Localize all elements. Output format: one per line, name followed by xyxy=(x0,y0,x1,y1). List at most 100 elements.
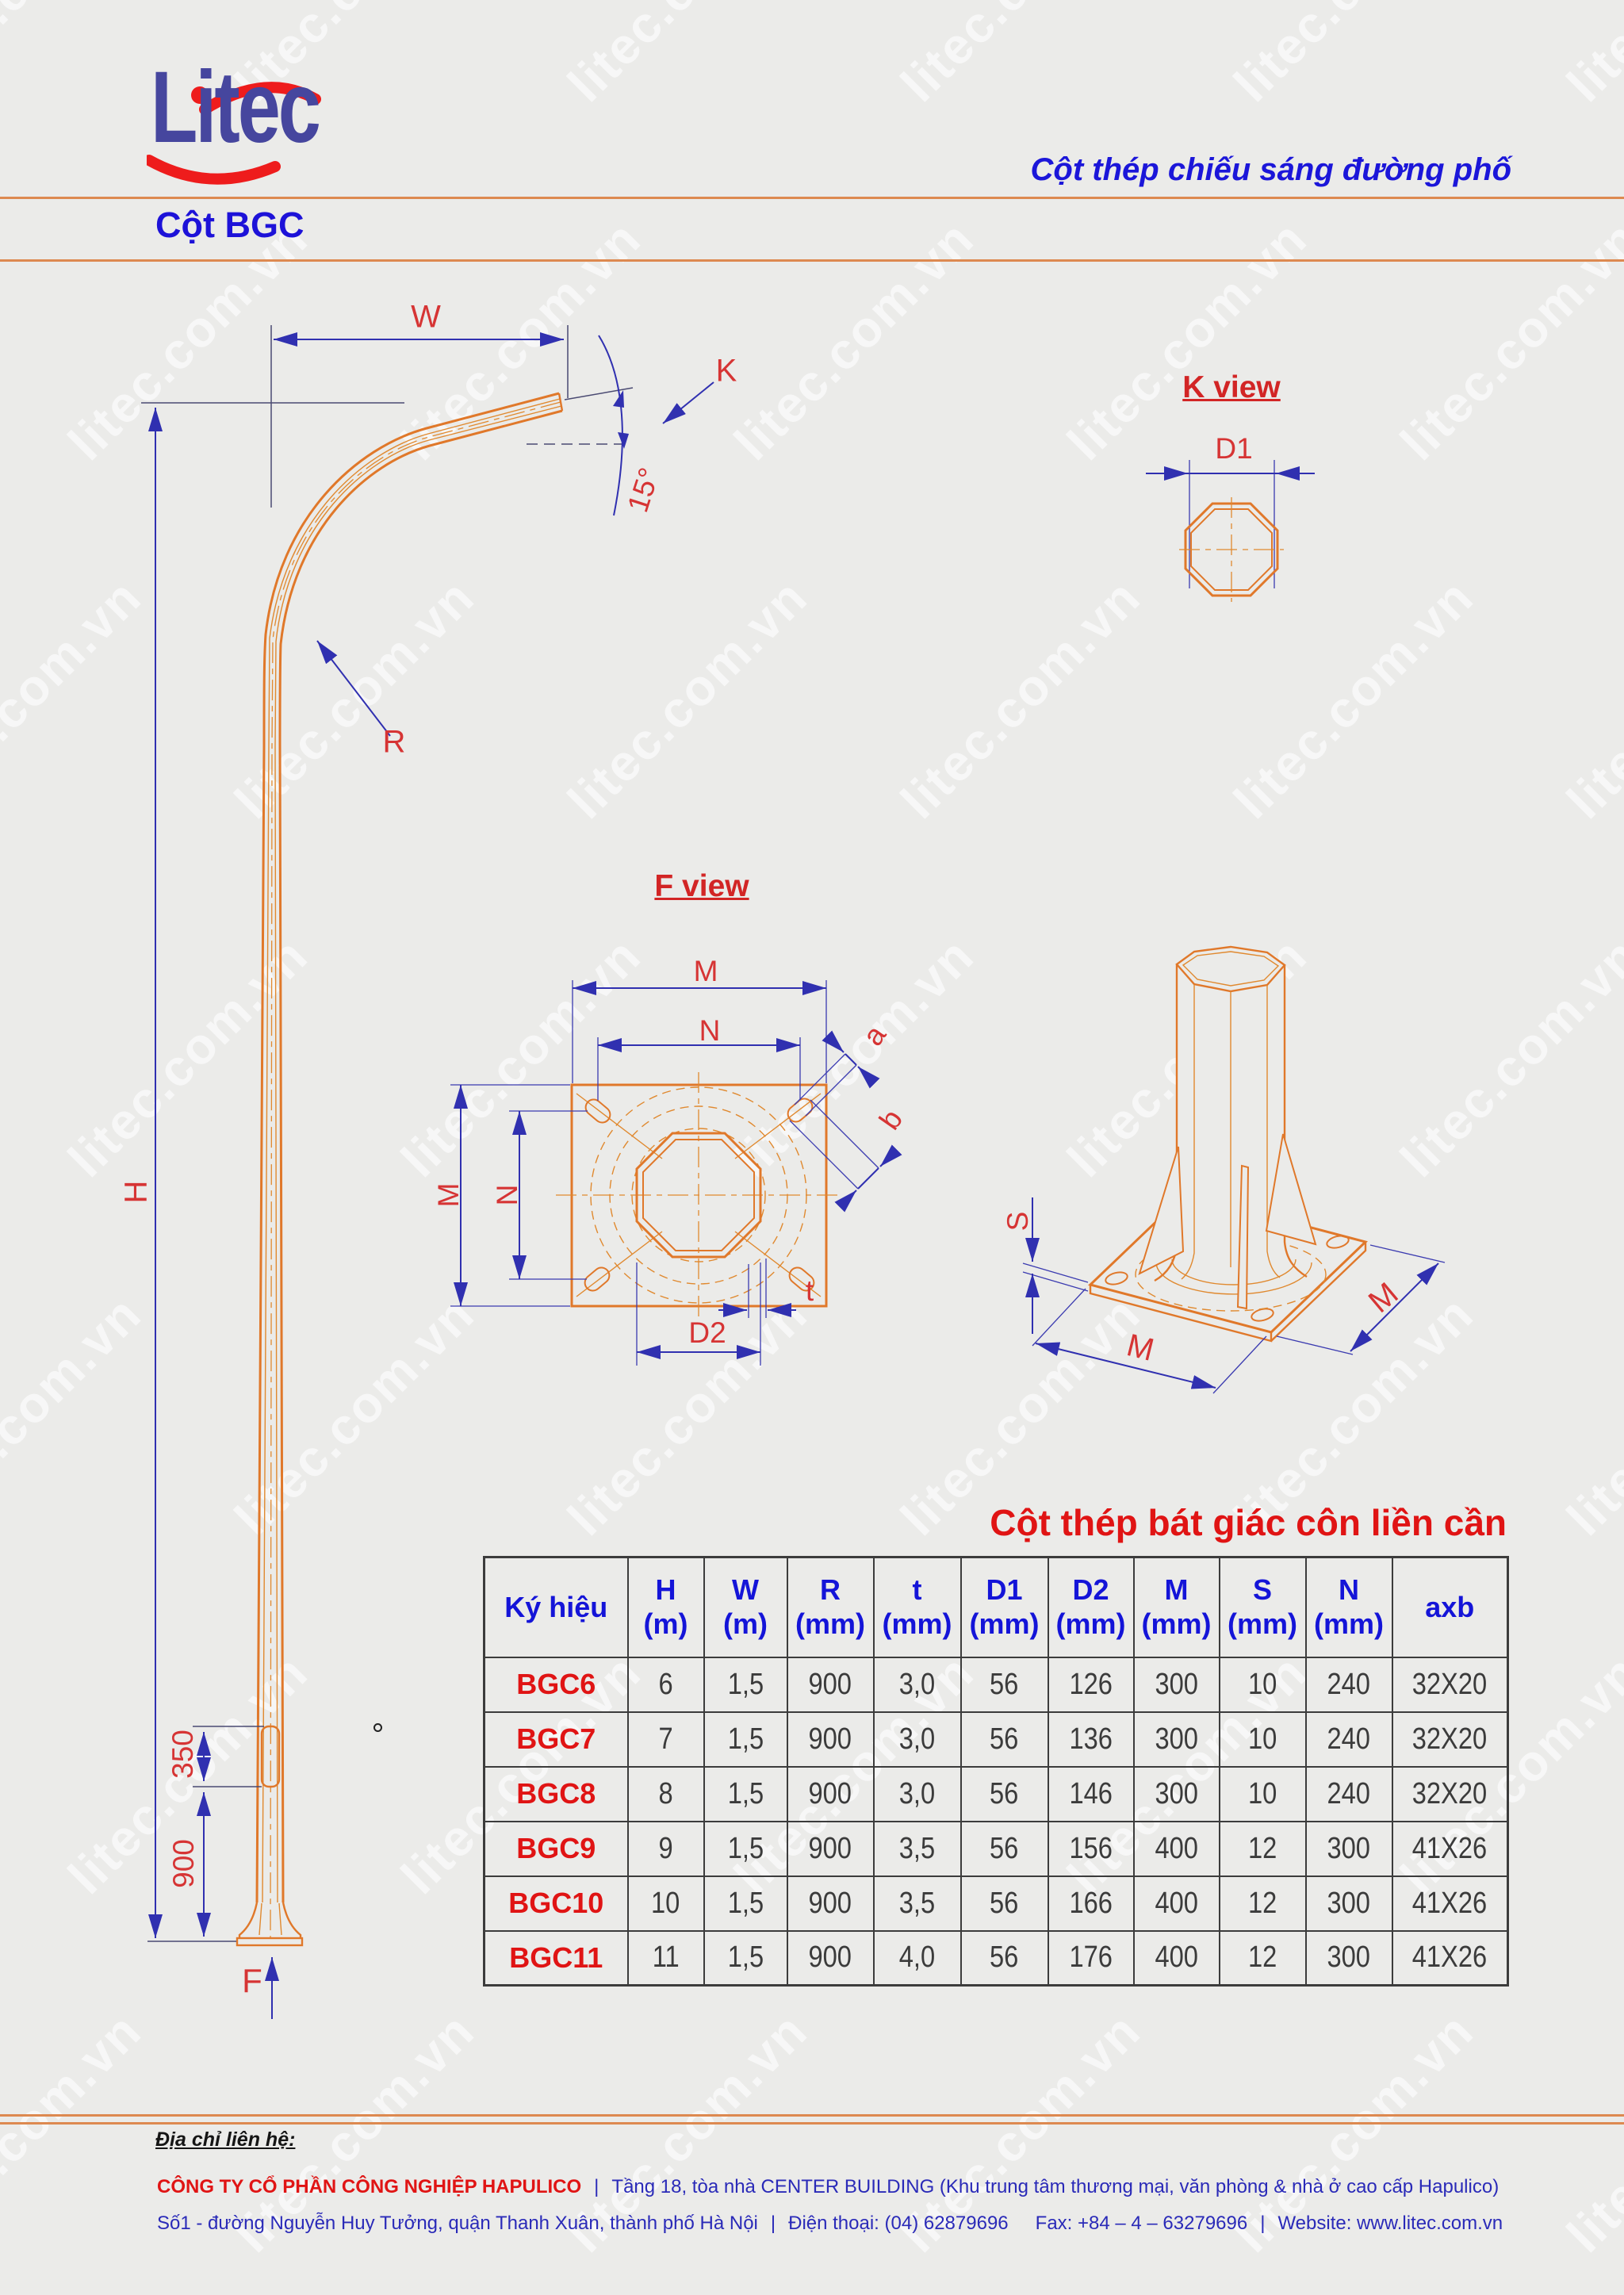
dim-label-f: F xyxy=(242,1962,262,1999)
row-value: 300 xyxy=(1132,1711,1220,1768)
watermark-text: litec.com.vn xyxy=(723,926,985,1188)
row-value: 3,5 xyxy=(872,1820,962,1877)
header-rule-top xyxy=(0,197,1624,199)
row-value: 400 xyxy=(1132,1929,1220,1987)
footer-company: CÔNG TY CỔ PHẦN CÔNG NGHIỆP HAPULICO xyxy=(157,2176,582,2197)
watermark-text: litec.com.vn xyxy=(390,209,652,471)
iso-view xyxy=(1022,945,1446,1394)
row-value: 32X20 xyxy=(1391,1656,1509,1713)
row-value: 56 xyxy=(959,1820,1049,1877)
footer-sep-1: | xyxy=(594,2176,599,2197)
row-value: 12 xyxy=(1218,1875,1307,1932)
page-title: Cột BGC xyxy=(155,205,304,245)
row-value: 3,0 xyxy=(872,1656,962,1713)
row-model: BGC8 xyxy=(483,1765,629,1822)
row-value: 400 xyxy=(1132,1820,1220,1877)
watermark-text: litec.com.vn xyxy=(390,926,652,1188)
footer-phone: Điện thoại: (04) 62879696 xyxy=(788,2213,1009,2234)
dim-label-d1: D1 xyxy=(1215,432,1253,465)
litec-logo: Litec xyxy=(144,51,353,198)
row-value: 32X20 xyxy=(1391,1765,1509,1822)
row-value: 56 xyxy=(959,1711,1049,1768)
dim-label-m-top: M xyxy=(693,955,718,987)
watermark-text: litec.com.vn xyxy=(890,568,1151,829)
row-value: 3,5 xyxy=(872,1875,962,1932)
watermark-text: litec.com.vn xyxy=(723,209,985,471)
dim-label-b: b xyxy=(872,1103,910,1136)
row-value: 4,0 xyxy=(872,1929,962,1987)
row-value: 1,5 xyxy=(703,1711,788,1768)
row-value: 56 xyxy=(959,1875,1049,1932)
dim-label-m-right: M xyxy=(1362,1276,1405,1320)
footer-website: Website: www.litec.com.vn xyxy=(1277,2213,1503,2234)
row-value: 10 xyxy=(626,1875,705,1932)
row-value: 8 xyxy=(626,1765,705,1822)
dim-label-s: S xyxy=(1002,1211,1034,1232)
row-value: 41X26 xyxy=(1391,1929,1509,1987)
dim-label-n-top: N xyxy=(699,1014,721,1047)
row-value: 300 xyxy=(1304,1929,1393,1987)
col-header: H(m) xyxy=(626,1556,705,1658)
row-value: 6 xyxy=(626,1656,705,1713)
row-value: 900 xyxy=(786,1929,875,1987)
watermark-text: litec.com.vn xyxy=(0,0,152,113)
watermark-text: litec.com.vn xyxy=(557,568,818,829)
footer-rule-2 xyxy=(0,2122,1624,2125)
row-model: BGC6 xyxy=(483,1656,629,1713)
watermark-text: litec.com.vn xyxy=(0,568,152,829)
row-value: 900 xyxy=(786,1711,875,1768)
row-value: 41X26 xyxy=(1391,1875,1509,1932)
footer-line-2: Số1 - đường Nguyễn Huy Tưởng, quận Thanh… xyxy=(157,2213,1503,2235)
dim-label-t: t xyxy=(805,1274,814,1307)
k-view-title: K view xyxy=(1182,370,1281,404)
watermark-text: litec.com.vn xyxy=(1056,209,1318,471)
col-header: D2(mm) xyxy=(1047,1556,1135,1658)
row-value: 240 xyxy=(1304,1711,1393,1768)
dim-label-k: K xyxy=(715,353,737,389)
col-header: D1(mm) xyxy=(959,1556,1049,1658)
row-value: 300 xyxy=(1304,1875,1393,1932)
header-rule-bottom xyxy=(0,259,1624,262)
watermark-text: litec.com.vn xyxy=(1556,2002,1624,2263)
watermark-text: litec.com.vn xyxy=(57,209,319,471)
dim-label-350: 350 xyxy=(167,1730,199,1779)
row-value: 10 xyxy=(1218,1765,1307,1822)
row-value: 9 xyxy=(626,1820,705,1877)
watermark-text: litec.com.vn xyxy=(557,1285,818,1546)
dim-label-m-bottom: M xyxy=(1123,1328,1158,1368)
dim-label-h: H xyxy=(118,1180,154,1204)
watermark-text: litec.com.vn xyxy=(0,1285,152,1546)
dim-label-900: 900 xyxy=(167,1839,200,1888)
page-tagline: Cột thép chiếu sáng đường phố xyxy=(1030,152,1511,187)
row-value: 3,0 xyxy=(872,1711,962,1768)
row-value: 240 xyxy=(1304,1765,1393,1822)
col-header: W(m) xyxy=(703,1556,788,1658)
row-model: BGC7 xyxy=(483,1711,629,1768)
row-value: 900 xyxy=(786,1875,875,1932)
row-value: 166 xyxy=(1047,1875,1135,1932)
watermark-text: litec.com.vn xyxy=(1389,926,1624,1188)
footer-line-1: CÔNG TY CỔ PHẦN CÔNG NGHIỆP HAPULICO|Tần… xyxy=(157,2176,1499,2198)
watermark-text: litec.com.vn xyxy=(890,0,1152,113)
dim-label-r: R xyxy=(382,724,406,760)
watermark-text: litec.com.vn xyxy=(0,2002,152,2263)
row-value: 1,5 xyxy=(703,1656,788,1713)
col-header: R(mm) xyxy=(786,1556,875,1658)
row-model: BGC11 xyxy=(483,1929,629,1987)
row-value: 136 xyxy=(1047,1711,1135,1768)
footer-sep-3: | xyxy=(1260,2213,1266,2234)
table-title: Cột thép bát giác côn liền cần xyxy=(990,1502,1507,1543)
row-value: 12 xyxy=(1218,1820,1307,1877)
row-value: 900 xyxy=(786,1656,875,1713)
dim-label-d2: D2 xyxy=(688,1316,726,1349)
f-view-title: F view xyxy=(654,869,749,903)
row-value: 1,5 xyxy=(703,1820,788,1877)
watermark-text: litec.com.vn xyxy=(1223,568,1484,829)
